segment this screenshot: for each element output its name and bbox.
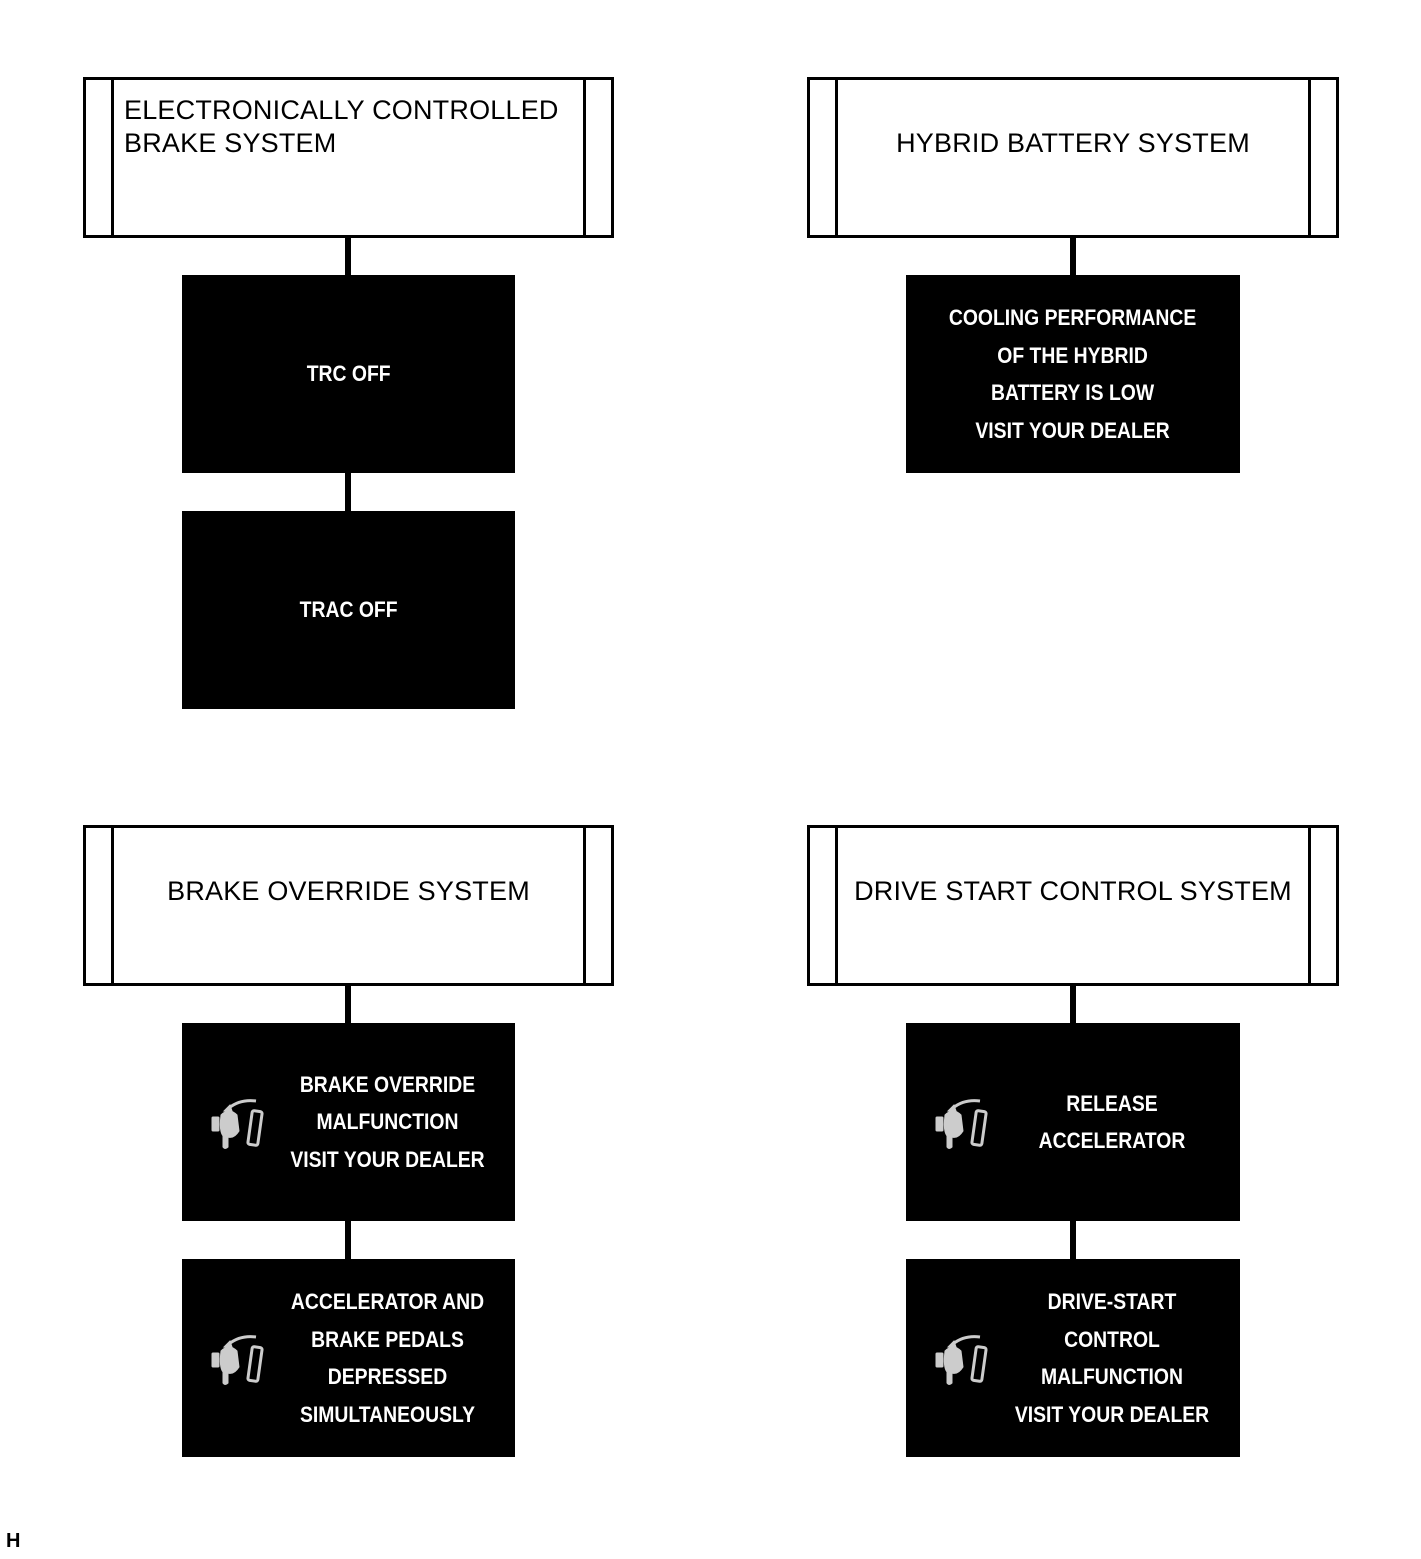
connector-line [1070,1221,1076,1259]
message-text: COOLING PERFORMANCE OF THE HYBRID BATTER… [949,305,1197,443]
foot-pedal-icon [935,1099,988,1149]
message-box-drive-start-malfunction: DRIVE-START CONTROL MALFUNCTION VISIT YO… [906,1259,1240,1457]
header-title: BRAKE OVERRIDE SYSTEM [167,876,530,906]
message-box-pedals-depressed: ACCELERATOR AND BRAKE PEDALS DEPRESSED S… [182,1259,515,1457]
message-box-brake-override-malfunction: BRAKE OVERRIDE MALFUNCTION VISIT YOUR DE… [182,1023,515,1221]
connector-line [1070,986,1076,1023]
header-box-electronically-controlled-brake: ELECTRONICALLY CONTROLLED BRAKE SYSTEM [83,77,614,238]
header-box-drive-start-control: DRIVE START CONTROL SYSTEM [807,825,1339,986]
header-title: DRIVE START CONTROL SYSTEM [854,876,1292,906]
message-text: TRAC OFF [299,597,398,623]
corner-label: H [6,1530,21,1552]
foot-pedal-icon [211,1099,264,1149]
message-box-trac-off: TRAC OFF [182,511,515,709]
message-box-trc-off: TRC OFF [182,275,515,473]
connector-line [345,473,351,511]
message-text: DRIVE-START CONTROL MALFUNCTION VISIT YO… [1014,1289,1210,1427]
message-box-cooling-performance: COOLING PERFORMANCE OF THE HYBRID BATTER… [906,275,1240,473]
message-text: BRAKE OVERRIDE MALFUNCTION VISIT YOUR DE… [290,1071,485,1172]
connector-line [1070,238,1076,275]
foot-pedal-icon [211,1335,264,1385]
message-text: RELEASE ACCELERATOR [1038,1090,1186,1154]
foot-pedal-icon [935,1335,988,1385]
message-text: TRC OFF [306,361,391,387]
header-title: HYBRID BATTERY SYSTEM [896,128,1250,158]
connector-line [345,238,351,275]
header-box-brake-override: BRAKE OVERRIDE SYSTEM [83,825,614,986]
connector-line [345,1221,351,1259]
header-title: ELECTRONICALLY CONTROLLED BRAKE SYSTEM [124,95,559,158]
message-box-release-accelerator: RELEASE ACCELERATOR [906,1023,1240,1221]
header-box-hybrid-battery: HYBRID BATTERY SYSTEM [807,77,1339,238]
message-text: ACCELERATOR AND BRAKE PEDALS DEPRESSED S… [290,1289,485,1427]
connector-line [345,986,351,1023]
